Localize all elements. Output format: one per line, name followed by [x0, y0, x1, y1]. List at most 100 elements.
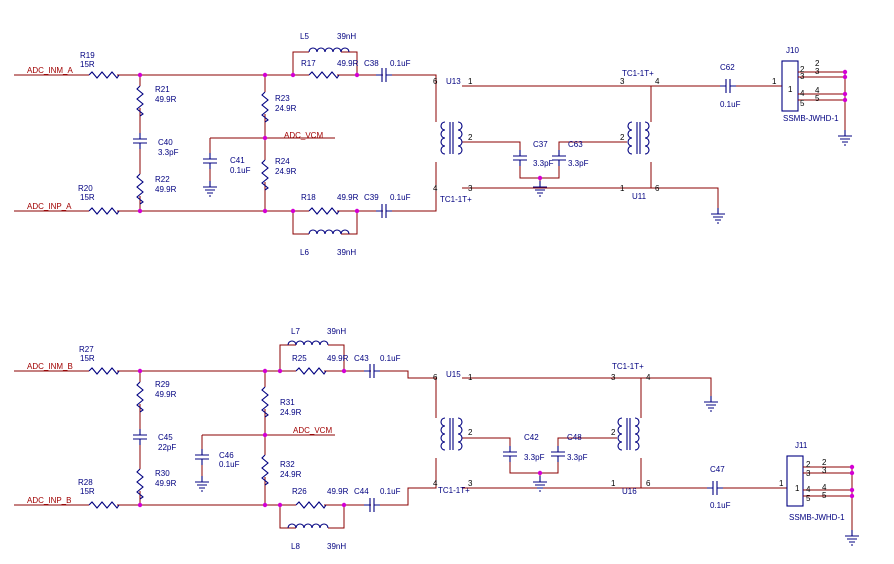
pin-label: 1: [795, 484, 800, 493]
r29-ref: R29: [155, 380, 170, 389]
u13-ref: U13: [446, 77, 461, 86]
c42-value: 3.3pF: [524, 453, 545, 462]
pin-label: 2: [800, 65, 805, 74]
c40-value: 3.3pF: [158, 148, 179, 157]
r27-ref: R27: [79, 345, 94, 354]
channel-b: ADC_INM_B ADC_INP_B ADC_VCM: [14, 327, 860, 551]
pin-label: 5: [800, 99, 805, 108]
r22-ref: R22: [155, 175, 170, 184]
pin-label: 6: [433, 373, 438, 382]
r30-ref: R30: [155, 469, 170, 478]
c43-value: 0.1uF: [380, 354, 401, 363]
pin-label: 6: [646, 479, 651, 488]
r32-value: 24.9R: [280, 470, 302, 479]
l8-value: 39nH: [327, 542, 346, 551]
c37-value: 3.3pF: [533, 159, 554, 168]
u16-part: TC1-1T+: [612, 362, 644, 371]
pin-label: 4: [655, 77, 660, 86]
r31-value: 24.9R: [280, 408, 302, 417]
r18-ref: R18: [301, 193, 316, 202]
pin-label: 6: [655, 184, 660, 193]
c39-ref: C39: [364, 193, 379, 202]
r21-value: 49.9R: [155, 95, 177, 104]
pin-label: 1: [779, 479, 784, 488]
pin-label: 5: [815, 94, 820, 103]
c38-ref: C38: [364, 59, 379, 68]
pin-label: 3: [468, 479, 473, 488]
c47-ref: C47: [710, 465, 725, 474]
pin-label: 3: [800, 72, 805, 81]
j10-ref: J10: [786, 46, 799, 55]
pin-label: 4: [822, 483, 827, 492]
pin-label: 3: [611, 373, 616, 382]
c63-ref: C63: [568, 140, 583, 149]
r19-ref: R19: [80, 51, 95, 60]
c45-ref: C45: [158, 433, 173, 442]
l7-ref: L7: [291, 327, 300, 336]
net-adc-vcm-b: ADC_VCM: [293, 426, 332, 435]
c47-value: 0.1uF: [710, 501, 731, 510]
c43-ref: C43: [354, 354, 369, 363]
r27-value: 15R: [80, 354, 95, 363]
pin-label: 4: [646, 373, 651, 382]
c62-ref: C62: [720, 63, 735, 72]
r31-ref: R31: [280, 398, 295, 407]
net-adc-inp-a: ADC_INP_A: [27, 202, 72, 211]
l8-ref: L8: [291, 542, 300, 551]
r24-value: 24.9R: [275, 167, 297, 176]
c63-value: 3.3pF: [568, 159, 589, 168]
r23-ref: R23: [275, 94, 290, 103]
pin-label: 4: [433, 479, 438, 488]
pin-label: 1: [772, 77, 777, 86]
pin-label: 1: [611, 479, 616, 488]
pin-label: 1: [468, 77, 473, 86]
pin-label: 3: [620, 77, 625, 86]
pin-label: 5: [806, 494, 811, 503]
u11-part: TC1-1T+: [622, 69, 654, 78]
r22-value: 49.9R: [155, 185, 177, 194]
l7-value: 39nH: [327, 327, 346, 336]
l6-value: 39nH: [337, 248, 356, 257]
pin-label: 1: [468, 373, 473, 382]
pin-label: 4: [800, 89, 805, 98]
pin-label: 3: [815, 67, 820, 76]
c46-ref: C46: [219, 451, 234, 460]
r24-ref: R24: [275, 157, 290, 166]
channel-a: ADC_INM_A ADC_INP_A ADC_VCM: [14, 32, 853, 257]
u13-part: TC1-1T+: [440, 195, 472, 204]
u15-part: TC1-1T+: [438, 486, 470, 495]
c39-value: 0.1uF: [390, 193, 411, 202]
pin-label: 3: [822, 466, 827, 475]
pin-label: 4: [433, 184, 438, 193]
pin-label: 3: [468, 184, 473, 193]
r23-value: 24.9R: [275, 104, 297, 113]
u11-ref: U11: [632, 192, 647, 201]
r20-value: 15R: [80, 193, 95, 202]
pin-label: 2: [620, 133, 625, 142]
net-adc-inm-a: ADC_INM_A: [27, 66, 73, 75]
c62-value: 0.1uF: [720, 100, 741, 109]
r28-value: 15R: [80, 487, 95, 496]
j11-ref: J11: [795, 441, 808, 450]
pin-label: 1: [788, 85, 793, 94]
u15-ref: U15: [446, 370, 461, 379]
r26-value: 49.9R: [327, 487, 349, 496]
pin-label: 6: [433, 77, 438, 86]
r20-ref: R20: [78, 184, 93, 193]
u16-ref: U16: [622, 487, 637, 496]
pin-label: 3: [806, 469, 811, 478]
c45-value: 22pF: [158, 443, 176, 452]
l6-ref: L6: [300, 248, 309, 257]
pin-label: 2: [815, 59, 820, 68]
c48-value: 3.3pF: [567, 453, 588, 462]
pin-label: 5: [822, 491, 827, 500]
c44-value: 0.1uF: [380, 487, 401, 496]
pin-label: 2: [468, 428, 473, 437]
c38-value: 0.1uF: [390, 59, 411, 68]
r26-ref: R26: [292, 487, 307, 496]
pin-label: 2: [806, 460, 811, 469]
r30-value: 49.9R: [155, 479, 177, 488]
r25-value: 49.9R: [327, 354, 349, 363]
pin-label: 4: [806, 485, 811, 494]
pin-label: 2: [822, 458, 827, 467]
